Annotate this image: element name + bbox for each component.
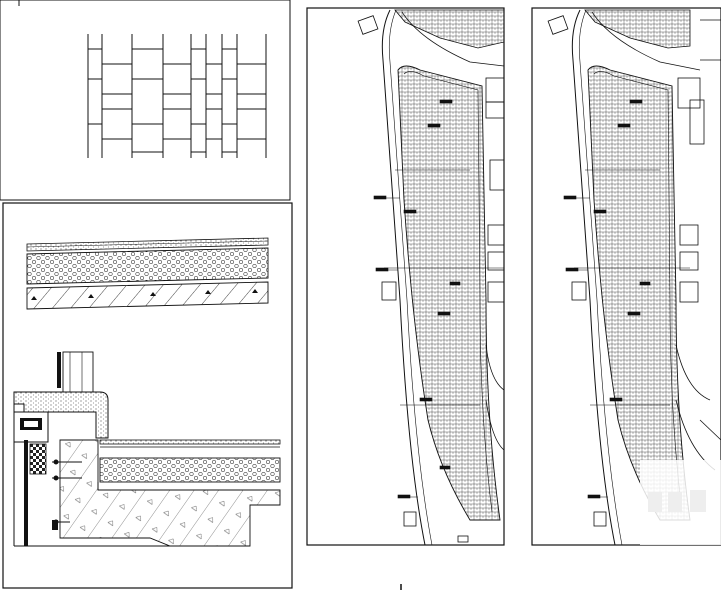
sheet-section-detail: [2, 202, 293, 589]
curved-paving-strip-right: [547, 9, 721, 545]
sheet-plan-left: [306, 7, 505, 546]
brick-grid-pattern: [87, 34, 267, 158]
curb-edge-detail: [13, 351, 281, 547]
layered-section-upper: [26, 237, 269, 310]
sheet-plan-right: [531, 7, 721, 546]
curved-paving-strip-left: [357, 9, 504, 545]
sheet-paving-pattern: [0, 0, 291, 201]
